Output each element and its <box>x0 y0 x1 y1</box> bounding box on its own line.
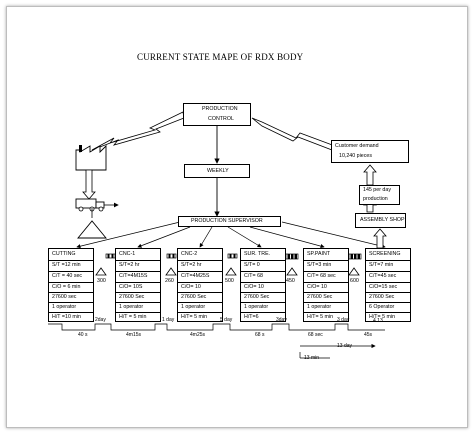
customer-demand-value: 10,240 pieces <box>339 153 372 159</box>
data-row-handling-time: H/T=6 <box>244 314 259 320</box>
process-box-cnc-2: CNC-2 S/T=2 hr C/T=4M25S C/O= 10 27600 S… <box>177 248 223 322</box>
assembly-shop-label: ASSEMBLY SHOP <box>360 217 405 223</box>
raw-inventory-triangle <box>77 220 107 239</box>
process-name: SP.PAINT <box>307 251 331 257</box>
timeline-ladder <box>48 323 385 359</box>
timeline-time-label: 4m15s <box>126 332 142 338</box>
inventory-label: 600 <box>350 278 359 284</box>
process-name: CUTTING <box>52 251 76 257</box>
timeline-time-label: 40 s <box>78 332 88 338</box>
data-row-setup-time: S/T= 0 <box>244 262 260 268</box>
inventory-triangles <box>95 267 360 276</box>
data-row-changeover: C/O= 10S <box>119 284 143 290</box>
data-row-setup-time: S/T=3 min <box>307 262 332 268</box>
data-row-setup-time: S/T=2 hr <box>119 262 140 268</box>
data-row-cycle-time: C/T=4M15S <box>119 273 148 279</box>
supplier-factory-icon <box>75 144 107 171</box>
inventory-label: 300 <box>97 278 106 284</box>
weekly-schedule-box: WEEKLY <box>184 164 250 178</box>
production-control-label-1: PRODUCTION <box>202 106 238 112</box>
timeline-day-label: 1 day <box>162 317 175 323</box>
data-row-available-time: 27600 Sec <box>119 294 145 300</box>
data-row-cycle-time: C/T= 68 sec <box>307 273 336 279</box>
data-row-operators: 1 operator <box>119 304 144 310</box>
inventory-label: 500 <box>225 278 234 284</box>
push-arrows <box>105 253 362 260</box>
data-row-handling-time: H/T= 5 min <box>307 314 334 320</box>
data-row-operators: 1 operator <box>52 304 77 310</box>
timeline-day-label: 3 day <box>337 317 350 323</box>
production-supervisor-label: PRODUCTION SUPERVISOR <box>191 218 263 224</box>
process-box-sp-paint: SP.PAINT S/T=3 min C/T= 68 sec C/O= 10 2… <box>303 248 349 322</box>
data-row-available-time: 27600 sec <box>52 294 77 300</box>
total-processing-time: 13 min <box>304 355 320 361</box>
data-row-setup-time: S/T =12 min <box>52 262 81 268</box>
data-row-changeover: C/O= 10 <box>307 284 327 290</box>
timeline-time-label: 4m25s <box>190 332 206 338</box>
data-row-operators: 1 operator <box>307 304 332 310</box>
data-row-available-time: 27600 Sec <box>307 294 333 300</box>
production-control-label-2: CONTROL <box>208 116 234 122</box>
weekly-label: WEEKLY <box>207 168 229 174</box>
data-row-available-time: 27600 Sec <box>181 294 207 300</box>
inventory-label: 260 <box>165 278 174 284</box>
data-row-setup-time: S/T=7 min <box>369 262 394 268</box>
data-row-operators: 1 operator <box>244 304 269 310</box>
process-box-cutting: CUTTING S/T =12 min C/T = 40 sec C/O = 6… <box>48 248 94 322</box>
data-row-changeover: C/O= 10 <box>244 284 264 290</box>
electronic-info-arrow-right <box>251 117 336 151</box>
process-name: SUR. TRE. <box>244 251 271 257</box>
data-row-available-time: 27600 Sec <box>244 294 270 300</box>
production-rate-value: 145 per day <box>363 187 391 193</box>
production-control-box: PRODUCTION CONTROL <box>183 103 251 126</box>
data-row-changeover: C/O= 10 <box>181 284 201 290</box>
data-row-cycle-time: C/T=45 sec <box>369 273 397 279</box>
process-box-cnc-1: CNC-1 S/T=2 hr C/T=4M15S C/O= 10S 27600 … <box>115 248 161 322</box>
customer-demand-box: Customer demand 10,240 pieces <box>331 140 409 163</box>
page-title: CURRENT STATE MAPE OF RDX BODY <box>137 52 304 62</box>
data-row-handling-time: H/T= 5 min <box>369 314 396 320</box>
data-row-available-time: 27600 Sec <box>369 294 395 300</box>
truck-icon <box>75 198 119 212</box>
data-row-handling-time: H/T =10 min <box>52 314 81 320</box>
production-rate-box: 145 per day production <box>359 185 400 205</box>
assembly-shop-box: ASSEMBLY SHOP <box>355 213 406 228</box>
process-name: SCREENING <box>369 251 401 257</box>
timeline-day-label: 4.13 <box>373 318 383 324</box>
timeline-time-label: 45s <box>364 332 373 338</box>
data-row-changeover: C/O = 6 min <box>52 284 81 290</box>
production-supervisor-box: PRODUCTION SUPERVISOR <box>178 216 281 227</box>
data-row-operators: 6 Operator <box>369 304 395 310</box>
process-box-screening: SCREENING S/T=7 min C/T=45 sec C/O=15 se… <box>365 248 411 322</box>
electronic-info-arrow-left <box>91 111 185 151</box>
process-box-surface-treatment: SUR. TRE. S/T= 0 C/T= 68 C/O= 10 27600 S… <box>240 248 286 322</box>
data-row-cycle-time: C/T = 40 sec <box>52 273 83 279</box>
data-row-operators: 1 operator <box>181 304 206 310</box>
timeline-time-label: 68 s <box>255 332 265 338</box>
production-rate-label: production <box>363 196 388 202</box>
data-row-cycle-time: C/T= 68 <box>244 273 263 279</box>
data-row-changeover: C/O=15 sec <box>369 284 398 290</box>
inventory-label: 450 <box>286 278 295 284</box>
customer-demand-label: Customer demand <box>335 143 379 149</box>
data-row-handling-time: H/T = 5 min <box>119 314 147 320</box>
timeline-day-label: 2day <box>95 317 106 323</box>
timeline-time-label: 68 sec <box>308 332 323 338</box>
process-name: CNC-1 <box>119 251 136 257</box>
process-name: CNC-2 <box>181 251 198 257</box>
data-row-setup-time: S/T=2 hr <box>181 262 202 268</box>
total-lead-time-days: 13 day <box>337 343 353 349</box>
timeline-day-label: 5 day <box>220 317 233 323</box>
data-row-cycle-time: C/T=4M25S <box>181 273 210 279</box>
timeline-day-label: 3day <box>276 317 287 323</box>
data-row-handling-time: H/T= 5 min <box>181 314 208 320</box>
